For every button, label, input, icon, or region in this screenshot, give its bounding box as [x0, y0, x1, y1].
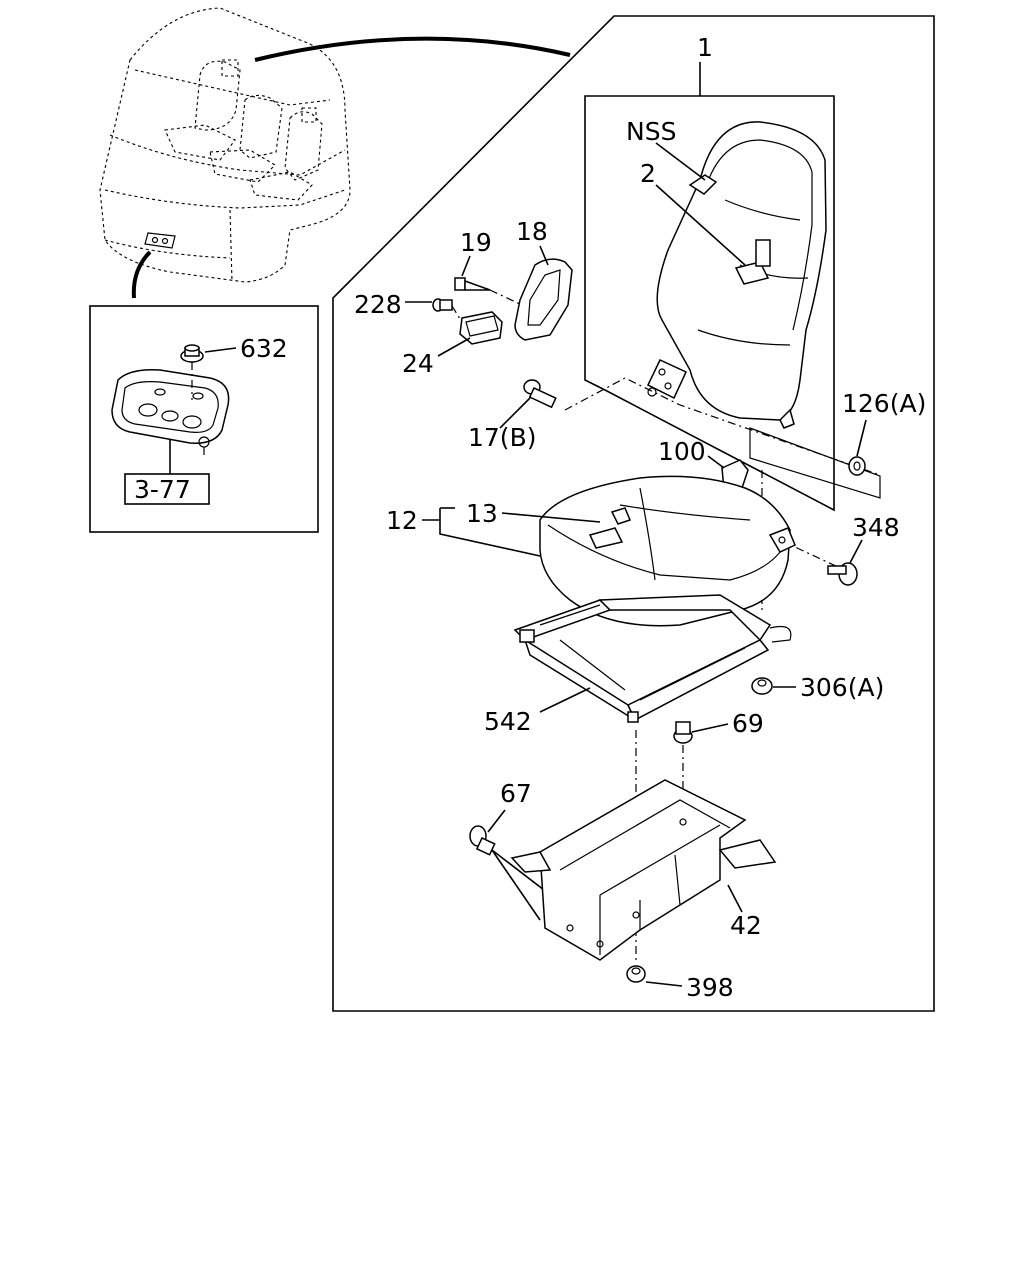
seat-back [647, 121, 827, 429]
nut-306a [751, 677, 773, 695]
label-part-69: 69 [732, 709, 764, 738]
label-nss: NSS [626, 117, 676, 146]
nut-398 [626, 965, 646, 983]
seat-back-box [584, 95, 835, 512]
label-part-1: 1 [697, 33, 713, 62]
label-part-306a: 306(A) [800, 673, 884, 702]
label-part-12: 12 [386, 506, 418, 535]
label-ref-377: 3-77 [134, 475, 191, 504]
label-part-67: 67 [500, 779, 532, 808]
label-part-542: 542 [484, 707, 532, 736]
leader-arc-detail [131, 250, 152, 299]
bolt-67 [469, 825, 496, 856]
label-part-348: 348 [852, 513, 900, 542]
washer-126a [848, 456, 866, 476]
ref-box [124, 473, 210, 505]
label-part-228: 228 [354, 290, 402, 319]
label-part-18: 18 [516, 217, 548, 246]
detail-box [89, 305, 319, 533]
leader-arc-seat [254, 36, 571, 62]
label-part-13: 13 [466, 499, 498, 528]
recliner-parts [432, 258, 573, 345]
seat-riser [510, 779, 777, 961]
tray-part [111, 344, 230, 455]
label-part-19: 19 [460, 228, 492, 257]
slide-rail [513, 594, 792, 723]
main-frame [332, 15, 935, 1012]
nut-69 [673, 721, 693, 744]
screw-17b [523, 379, 557, 409]
label-part-42: 42 [730, 911, 762, 940]
label-part-17b: 17(B) [468, 423, 536, 452]
cab-thumbnail [99, 7, 351, 283]
label-part-126a: 126(A) [842, 389, 926, 418]
label-part-398: 398 [686, 973, 734, 1002]
bolt-348 [827, 562, 858, 586]
label-part-2: 2 [640, 159, 656, 188]
label-part-100: 100 [658, 437, 706, 466]
label-part-24: 24 [402, 349, 434, 378]
label-part-632: 632 [240, 334, 288, 363]
seat-cushion [539, 475, 796, 627]
